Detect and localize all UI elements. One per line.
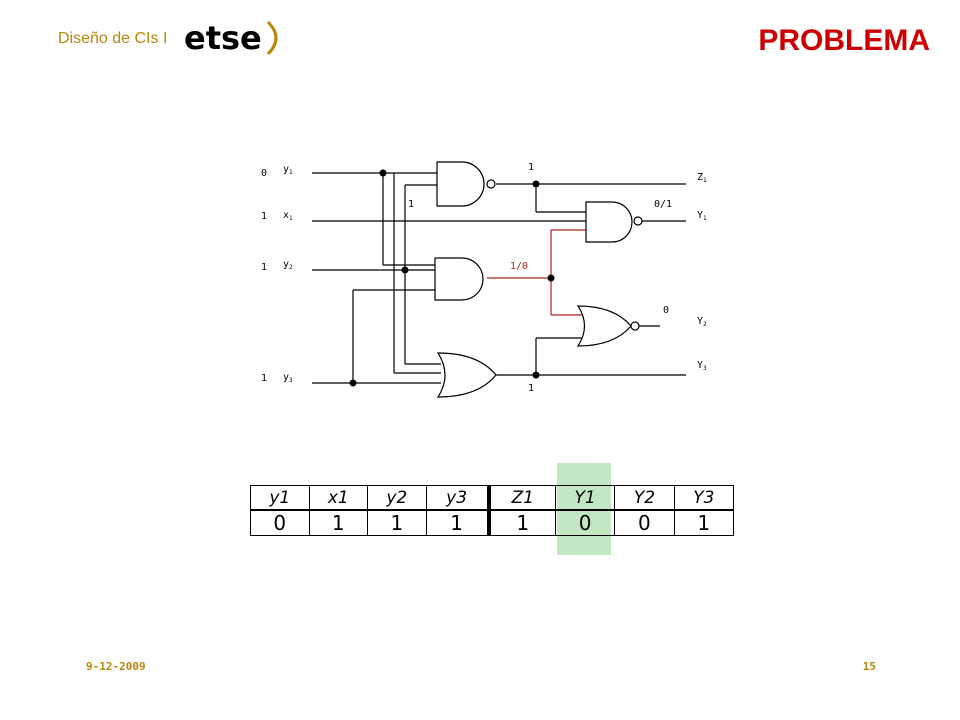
header-cell: Y3 xyxy=(673,485,735,511)
header-cell: y1 xyxy=(250,485,310,511)
and-gate xyxy=(434,257,484,301)
or-gate xyxy=(436,352,497,398)
logo-text: etse xyxy=(184,19,262,57)
logic-circuit-diagram: 0 1 1 1 y1 x1 y2 y3 Z1 Y1 Y2 Y3 1 1 0/1 … xyxy=(261,161,707,398)
node-value-and-out: 1/0 xyxy=(510,261,528,272)
truth-table: y1 x1 y2 y3 Z1 Y1 Y2 Y3 0 1 1 1 1 0 0 1 xyxy=(250,485,735,536)
input-value-y1: 0 xyxy=(261,168,267,179)
nand-gate-1 xyxy=(436,161,485,207)
header-cell: y2 xyxy=(367,485,427,511)
input-label-y1: y1 xyxy=(283,164,293,176)
value-cell: 0 xyxy=(614,509,675,536)
nor-gate xyxy=(576,305,632,347)
page-title: PROBLEMA xyxy=(758,24,930,57)
output-label-z1: Z1 xyxy=(697,172,707,184)
etse-logo: etse xyxy=(184,19,278,57)
header-cell: x1 xyxy=(308,485,369,511)
input-value-y3: 1 xyxy=(261,373,267,384)
node-value-nand1-in: 1 xyxy=(408,199,414,210)
table-header-row: y1 x1 y2 y3 Z1 Y1 Y2 Y3 xyxy=(250,485,735,511)
input-label-y2: y2 xyxy=(283,259,293,271)
input-label-y3: y3 xyxy=(283,372,293,384)
header-cell: Z1 xyxy=(486,485,556,511)
table-row: 0 1 1 1 1 0 0 1 xyxy=(250,509,735,536)
node-value-nor-out: 0 xyxy=(663,305,669,316)
header-cell: Y2 xyxy=(614,485,675,511)
value-cell: 0 xyxy=(554,509,616,536)
output-label-y3: Y3 xyxy=(697,360,707,372)
footer-date: 9-12-2009 xyxy=(86,660,146,673)
header-cell: Y1 xyxy=(554,485,616,511)
header-cell: y3 xyxy=(425,485,490,511)
value-cell: 1 xyxy=(367,509,427,536)
truth-table-area: y1 x1 y2 y3 Z1 Y1 Y2 Y3 0 1 1 1 1 0 0 1 xyxy=(250,463,735,555)
value-cell: 1 xyxy=(308,509,369,536)
value-cell: 1 xyxy=(673,509,735,536)
input-value-y2: 1 xyxy=(261,262,267,273)
value-cell: 0 xyxy=(250,509,310,536)
nand-gate-2 xyxy=(585,201,633,243)
node-value-y1: 0/1 xyxy=(654,199,672,210)
output-label-y2: Y2 xyxy=(697,316,707,328)
node-value-or-out: 1 xyxy=(528,383,534,394)
node-value-nand1-out: 1 xyxy=(528,162,534,173)
input-value-x1: 1 xyxy=(261,211,267,222)
value-cell: 1 xyxy=(486,509,556,536)
course-title: Diseño de CIs I xyxy=(58,30,168,47)
page-number: 15 xyxy=(862,660,876,673)
input-label-x1: x1 xyxy=(283,210,293,222)
value-cell: 1 xyxy=(425,509,490,536)
output-label-y1: Y1 xyxy=(697,210,707,222)
